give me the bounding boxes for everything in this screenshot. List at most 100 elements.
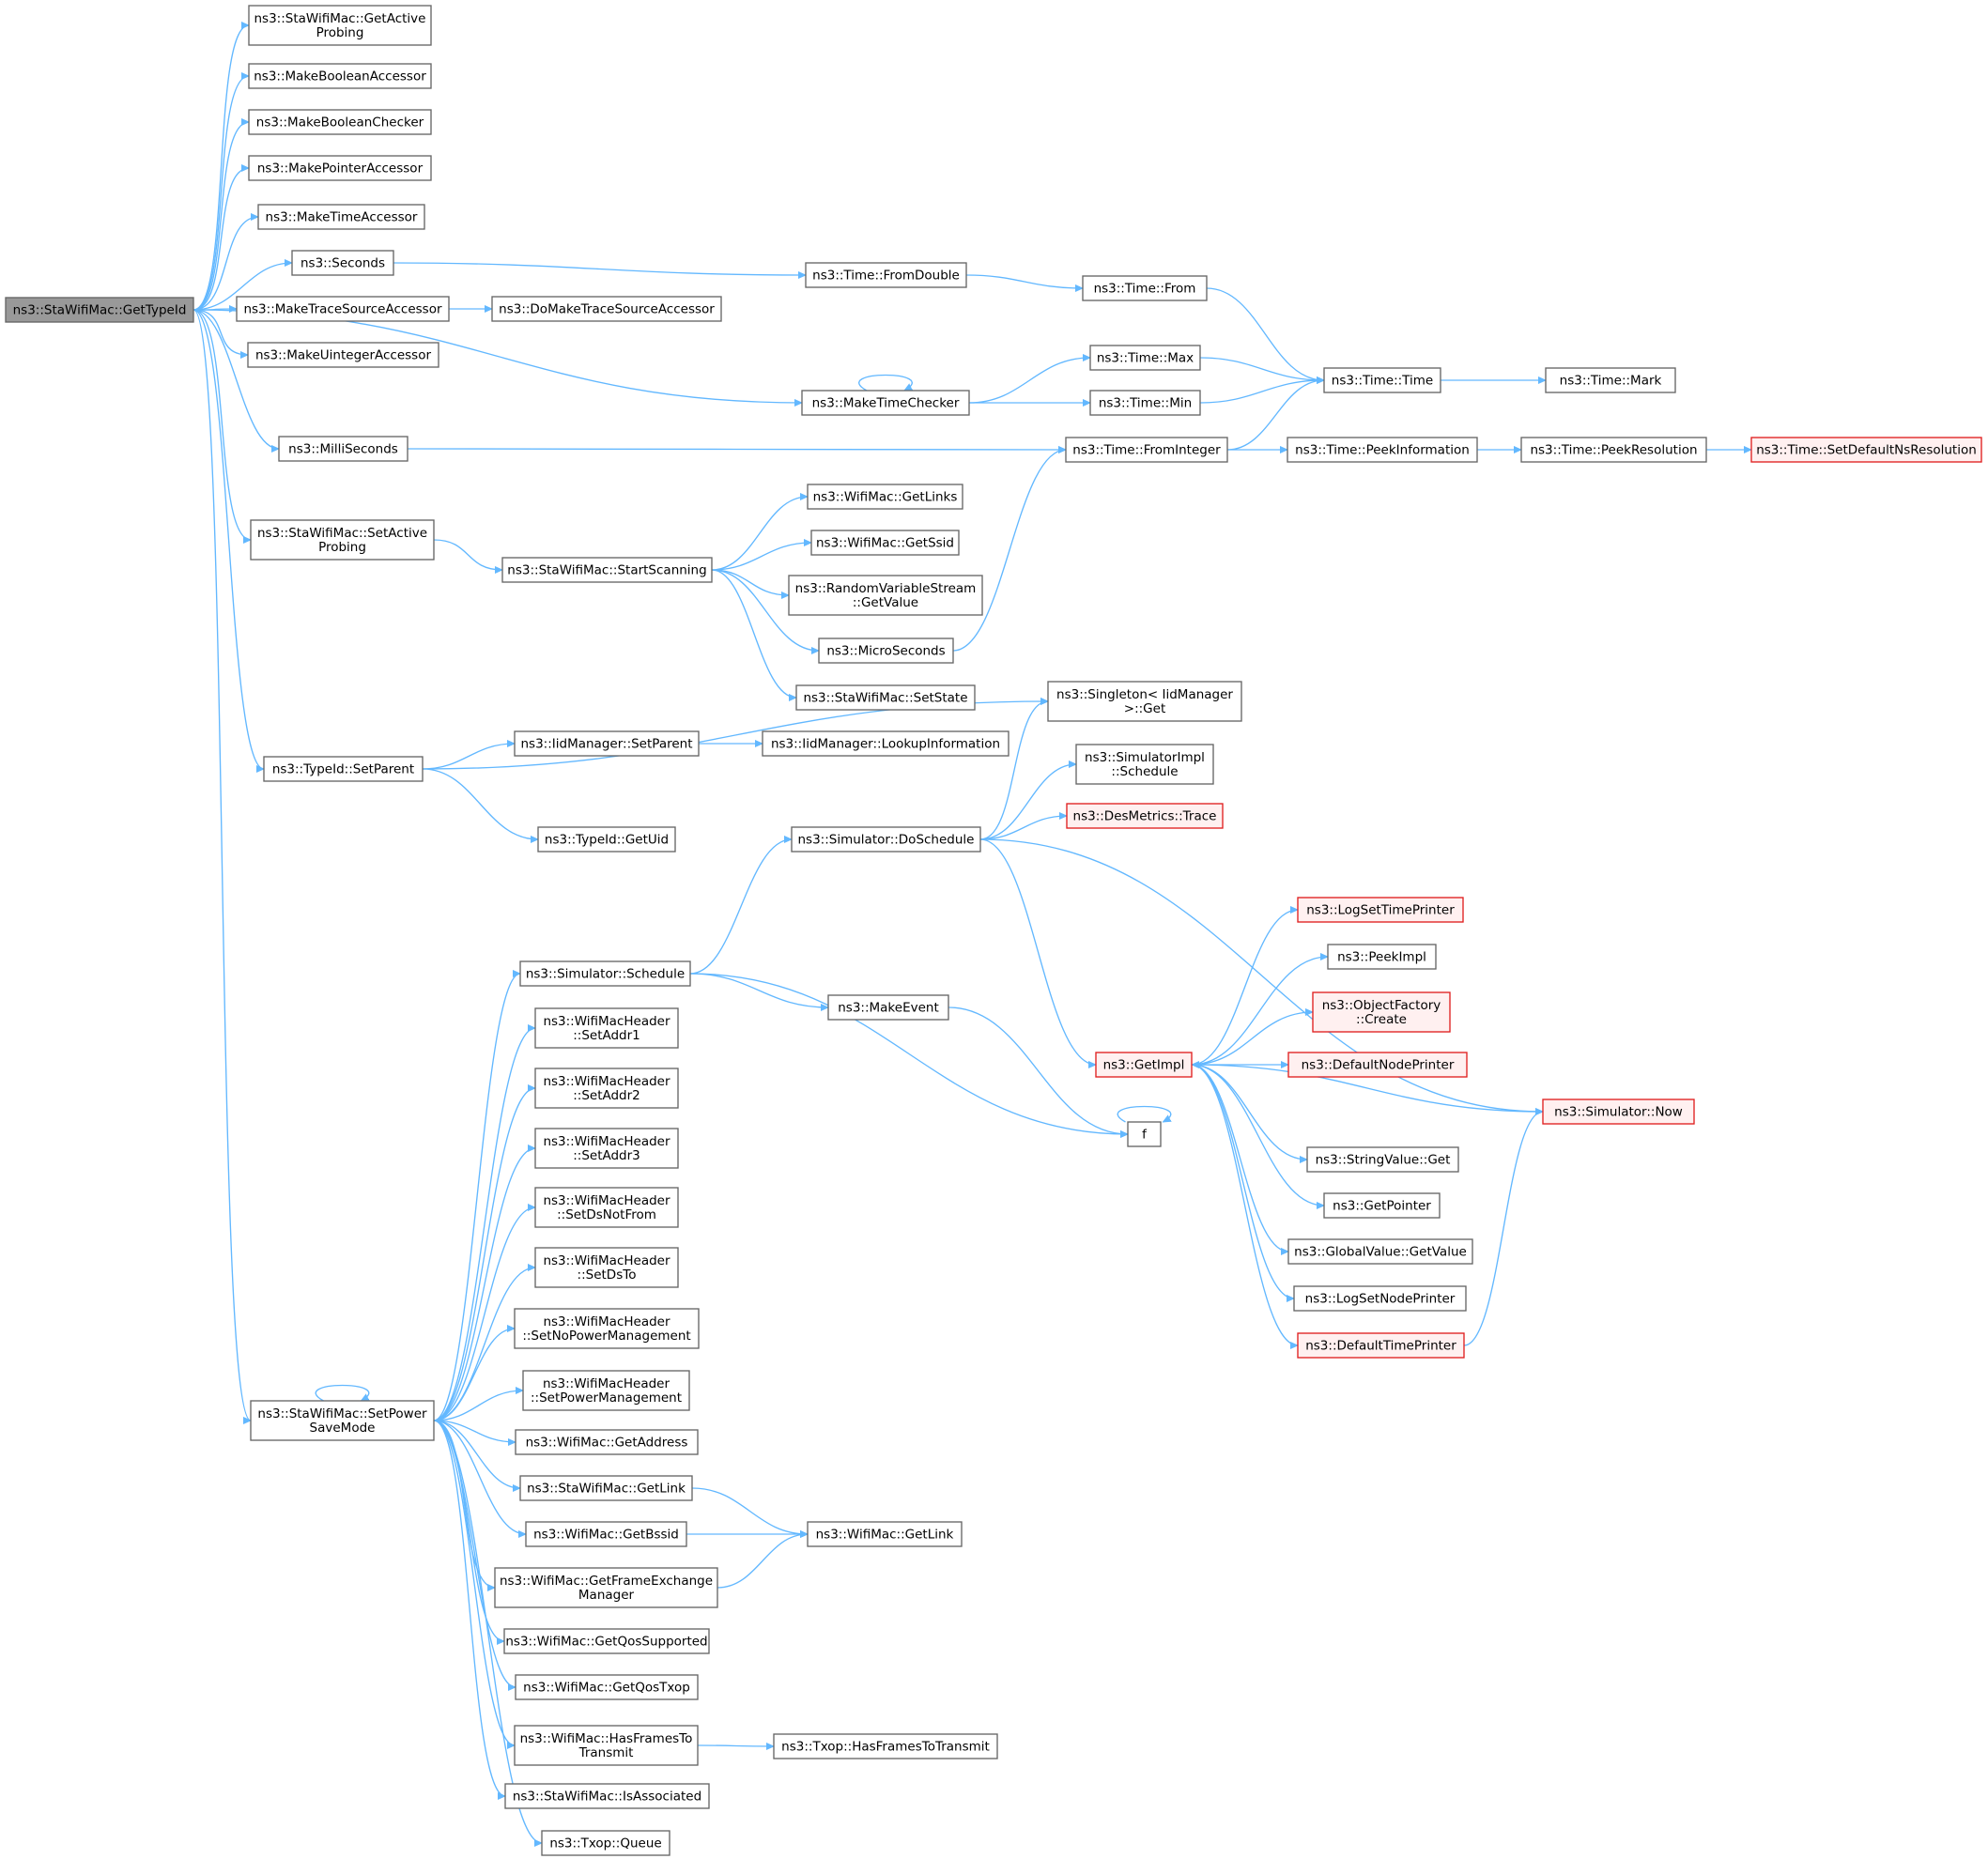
node-ns3-time-max[interactable]: ns3::Time::Max [1089,345,1201,371]
node-box[interactable] [807,1521,963,1547]
node-ns3-stringvalue-get[interactable]: ns3::StringValue::Get [1306,1146,1459,1173]
node-ns3-makeuintegeraccessor[interactable]: ns3::MakeUintegerAccessor [247,342,439,368]
node-box[interactable] [1089,345,1201,371]
node-box[interactable] [1089,390,1201,416]
node-box[interactable] [248,155,432,181]
node-ns3-typeid-getuid[interactable]: ns3::TypeId::GetUid [537,826,676,853]
node-ns3-wifimacheader-setaddr3[interactable]: ns3::WifiMacHeader::SetAddr3 [534,1128,679,1169]
node-box[interactable] [1066,803,1224,829]
node-ns3-time-fromdouble[interactable]: ns3::Time::FromDouble [805,262,967,288]
node-ns3-makepointeraccessor[interactable]: ns3::MakePointerAccessor [248,155,432,181]
node-box[interactable] [1297,897,1464,923]
node-box[interactable] [503,1628,710,1654]
node-ns3-wifimac-getqossupported[interactable]: ns3::WifiMac::GetQosSupported [503,1628,710,1654]
node-box[interactable] [1545,367,1676,393]
node-ns3-randomvariablestream-getvalue[interactable]: ns3::RandomVariableStream::GetValue [788,575,983,616]
node-ns3-maketimeaccessor[interactable]: ns3::MakeTimeAccessor [257,204,425,230]
node-box[interactable] [1306,1146,1459,1173]
node-box[interactable] [1750,437,1982,463]
node-box[interactable] [1323,367,1441,393]
node-ns3-getimpl[interactable]: ns3::GetImpl [1095,1052,1193,1078]
node-ns3-domaketracesourceaccessor[interactable]: ns3::DoMakeTraceSourceAccessor [491,296,722,322]
node-box[interactable] [534,1007,679,1049]
node-ns3-wifimacheader-setaddr2[interactable]: ns3::WifiMacHeader::SetAddr2 [534,1068,679,1109]
node-ns3-time-peekinformation[interactable]: ns3::Time::PeekInformation [1287,437,1478,463]
node-ns3-seconds[interactable]: ns3::Seconds [291,250,394,276]
node-ns3-txop-hasframestotransmit[interactable]: ns3::Txop::HasFramesToTransmit [773,1733,998,1759]
node-ns3-simulator-schedule[interactable]: ns3::Simulator::Schedule [519,960,691,987]
node-box[interactable] [291,250,394,276]
node-ns3-logsetnodeprinter[interactable]: ns3::LogSetNodePrinter [1293,1285,1467,1312]
node-box[interactable] [494,1567,718,1608]
node-ns3-txop-queue[interactable]: ns3::Txop::Queue [541,1830,670,1856]
node-ns3-wifimacheader-setdsto[interactable]: ns3::WifiMacHeader::SetDsTo [534,1247,679,1288]
node-box[interactable] [801,390,970,416]
node-box[interactable] [1095,1052,1193,1078]
node-box[interactable] [534,1128,679,1169]
node-ns3-time-from[interactable]: ns3::Time::From [1082,275,1208,301]
node-box[interactable] [1327,944,1437,970]
node-ns3-stawifimac-setstate[interactable]: ns3::StaWifiMac::SetState [795,684,976,711]
node-box[interactable] [515,1674,699,1700]
node-box[interactable] [263,756,424,782]
node-box[interactable] [807,484,963,510]
node-ns3-wifimacheader-setaddr1[interactable]: ns3::WifiMacHeader::SetAddr1 [534,1007,679,1049]
node-ns3-makeevent[interactable]: ns3::MakeEvent [827,994,949,1021]
node-ns3-logsettimeprinter[interactable]: ns3::LogSetTimePrinter [1297,897,1464,923]
node-box[interactable] [5,297,194,323]
node-ns3-stawifimac-isassociated[interactable]: ns3::StaWifiMac::IsAssociated [504,1783,710,1809]
node-ns3-wifimac-getaddress[interactable]: ns3::WifiMac::GetAddress [515,1429,699,1455]
node-ns3-singleton-iidmanager-get[interactable]: ns3::Singleton< IidManager>::Get [1047,681,1242,722]
node-box[interactable] [1287,1238,1473,1265]
node-box[interactable] [534,1247,679,1288]
node-box[interactable] [1287,1052,1468,1078]
node-box[interactable] [805,262,967,288]
node-ns3-time-frominteger[interactable]: ns3::Time::FromInteger [1065,437,1228,463]
node-box[interactable] [514,730,700,757]
node-ns3-wifimacheader-setpowermanagement[interactable]: ns3::WifiMacHeader::SetPowerManagement [522,1370,690,1411]
node-box[interactable] [1047,681,1242,722]
node-ns3-typeid-setparent[interactable]: ns3::TypeId::SetParent [263,756,424,782]
node-ns3-time-mark[interactable]: ns3::Time::Mark [1545,367,1676,393]
node-box[interactable] [1297,1332,1465,1359]
node-box[interactable] [257,204,425,230]
node-ns3-time-setdefaultnsresolution[interactable]: ns3::Time::SetDefaultNsResolution [1750,437,1982,463]
node-box[interactable] [827,994,949,1021]
node-ns3-stawifimac-gettypeid[interactable]: ns3::StaWifiMac::GetTypeId [5,297,194,323]
node-box[interactable] [810,530,960,556]
node-ns3-time-time[interactable]: ns3::Time::Time [1323,367,1441,393]
node-ns3-defaultnodeprinter[interactable]: ns3::DefaultNodePrinter [1287,1052,1468,1078]
node-box[interactable] [1542,1098,1695,1125]
node-box[interactable] [247,342,439,368]
node-box[interactable] [1082,275,1208,301]
node-box[interactable] [773,1733,998,1759]
node-ns3-iidmanager-setparent[interactable]: ns3::IidManager::SetParent [514,730,700,757]
node-ns3-wifimac-getlinks[interactable]: ns3::WifiMac::GetLinks [807,484,963,510]
node-box[interactable] [1065,437,1228,463]
node-box[interactable] [1293,1285,1467,1312]
node-ns3-wifimac-hasframesto-transmit[interactable]: ns3::WifiMac::HasFramesToTransmit [514,1725,699,1766]
node-ns3-wifimac-getssid[interactable]: ns3::WifiMac::GetSsid [810,530,960,556]
node-box[interactable] [514,1725,699,1766]
node-box[interactable] [534,1187,679,1228]
node-box[interactable] [278,436,408,462]
node-ns3-wifimac-getbssid[interactable]: ns3::WifiMac::GetBssid [525,1521,687,1547]
node-ns3-time-min[interactable]: ns3::Time::Min [1089,390,1201,416]
node-box[interactable] [1075,744,1214,785]
node-ns3-wifimacheader-setnopowermanagement[interactable]: ns3::WifiMacHeader::SetNoPowerManagement [514,1308,700,1349]
node-ns3-stawifimac-getlink[interactable]: ns3::StaWifiMac::GetLink [519,1475,693,1501]
node-box[interactable] [762,730,1009,757]
node-box[interactable] [788,575,983,616]
node-box[interactable] [1520,437,1707,463]
node-box[interactable] [519,1475,693,1501]
node-box[interactable] [501,557,713,583]
node-box[interactable] [1287,437,1478,463]
node-box[interactable] [525,1521,687,1547]
node-ns3-wifimac-getqostxop[interactable]: ns3::WifiMac::GetQosTxop [515,1674,699,1700]
node-box[interactable] [795,684,976,711]
node-ns3-milliseconds[interactable]: ns3::MilliSeconds [278,436,408,462]
node-box[interactable] [537,826,676,853]
node-box[interactable] [541,1830,670,1856]
